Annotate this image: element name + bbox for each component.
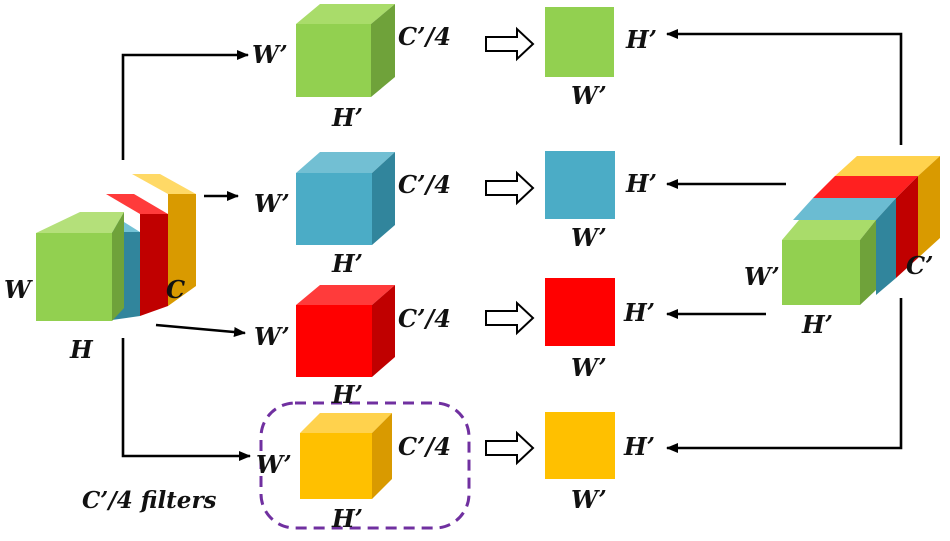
branch-blue-cube <box>296 152 395 245</box>
red-cube-h: H’ <box>331 380 363 409</box>
yellow-cube-c: C’/4 <box>398 432 451 461</box>
arrow-to-green <box>121 50 249 160</box>
transform-arrows <box>485 26 535 466</box>
red-cube-w: W’ <box>254 322 290 351</box>
arrow-out-yellow <box>666 298 903 453</box>
arrow-to-yellow <box>121 338 251 461</box>
blue-cube-h: H’ <box>331 249 363 278</box>
green-cube-w: W’ <box>252 40 288 69</box>
branch-red-cube <box>296 285 395 377</box>
output-arrows <box>666 29 903 453</box>
transform-arrow-blue <box>485 170 535 206</box>
out-red-w: W’ <box>571 353 607 382</box>
yellow-cube-w: W’ <box>256 450 292 479</box>
arrow-to-red <box>155 323 246 337</box>
filters-label: C’/4 filters <box>82 487 217 514</box>
branch-green-cube <box>296 4 395 97</box>
output-dim-h: H’ <box>801 310 833 339</box>
input-dim-c: C <box>166 275 185 304</box>
green-cube-h: H’ <box>331 103 363 132</box>
output-square-green <box>545 7 614 77</box>
blue-cube-w: W’ <box>254 189 290 218</box>
transform-arrow-yellow <box>485 430 535 466</box>
output-square-yellow <box>545 412 615 479</box>
yellow-cube-h: H’ <box>331 504 363 533</box>
out-green-h: H’ <box>625 25 657 54</box>
out-blue-h: H’ <box>625 169 657 198</box>
output-square-red <box>545 278 615 346</box>
filters-outline <box>259 401 471 530</box>
input-arrows <box>121 50 251 461</box>
output-dim-w: W’ <box>744 262 780 291</box>
transform-arrow-red <box>485 300 535 336</box>
red-cube-c: C’/4 <box>398 304 451 333</box>
out-red-h: H’ <box>623 298 655 327</box>
output-dim-c: C’ <box>906 251 933 280</box>
input-dim-h: H <box>69 335 94 364</box>
branch-yellow-cube <box>300 413 392 499</box>
out-yellow-h: H’ <box>623 432 655 461</box>
out-yellow-w: W’ <box>571 485 607 514</box>
input-tensor <box>36 174 196 321</box>
arrow-out-green <box>666 29 903 145</box>
blue-cube-c: C’/4 <box>398 170 451 199</box>
out-green-w: W’ <box>571 81 607 110</box>
transform-arrow-green <box>485 26 535 62</box>
out-blue-w: W’ <box>571 223 607 252</box>
green-cube-c: C’/4 <box>398 22 451 51</box>
input-dim-w: W <box>4 275 33 304</box>
output-tensor <box>782 156 940 305</box>
output-square-blue <box>545 151 615 219</box>
